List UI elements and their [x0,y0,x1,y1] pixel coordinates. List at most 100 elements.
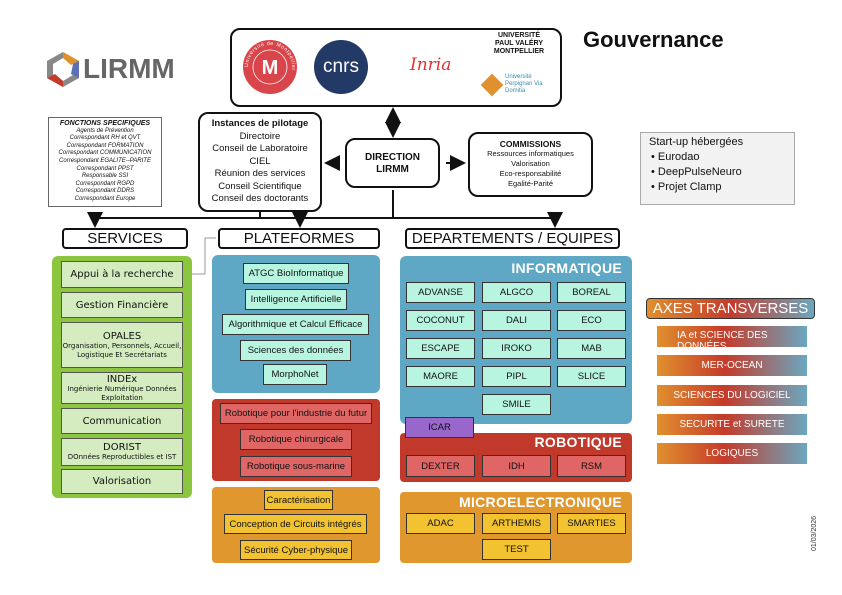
team-item[interactable]: IDH [482,455,551,477]
team-item[interactable]: ESCAPE [406,338,475,359]
svg-text:M: M [262,57,279,79]
plateforme-item[interactable]: ATGC BioInformatique [243,263,349,284]
service-name: Gestion Financière [75,299,169,311]
startup-name: Projet Clamp [657,181,722,193]
team-item[interactable]: MAORE [406,366,475,387]
team-item[interactable]: PIPL [482,366,551,387]
team-item[interactable]: ECO [557,310,626,331]
axes-title: AXES TRANSVERSES [646,298,815,319]
partners-box: Université de Montpellier M cnrs Inria U… [230,28,562,107]
team-item[interactable]: SMARTIES [557,513,626,534]
list-item: Correspondant DDRS [75,188,135,195]
list-item: Correspondant COMMUNICATION [58,150,152,157]
axis-item[interactable]: SECURITE et SURETE [657,413,807,435]
instances-title: Instances de pilotage [211,118,309,129]
service-name: Communication [82,415,162,427]
page-title: Gouvernance [583,27,724,52]
fonctions-specifiques-box: FONCTIONS SPECIFIQUES Agents de Préventi… [48,117,162,207]
team-item[interactable]: ADVANSE [406,282,475,303]
axis-item[interactable]: MER-OCEAN [657,355,807,377]
team-item[interactable]: SMILE [482,394,551,415]
list-item: Correspondant EGALITE--PARITE [59,157,151,164]
service-item[interactable]: Appui à la recherche [61,261,183,288]
plateforme-item[interactable]: Algorithmique et Calcul Efficace [222,314,369,335]
date-label: 01/03/2026 [811,515,819,552]
service-item[interactable]: Communication [61,408,183,434]
list-item: Réunion des services [214,168,306,179]
team-item[interactable]: COCONUT [406,310,475,331]
dept-robotique-title: ROBOTIQUE [534,434,622,450]
list-item: Directoire [239,130,281,142]
plateforme-item[interactable]: Intelligence Artificielle [245,289,347,310]
plateforme-item[interactable]: MorphoNet [263,364,327,385]
team-item[interactable]: SLICE [557,366,626,387]
service-description: Organisation, Personnels, Accueil, Logis… [62,341,182,359]
plateforme-item[interactable]: Sciences des données [240,340,351,361]
team-item[interactable]: ALGCO [482,282,551,303]
team-icar[interactable]: ICAR [405,417,474,438]
axis-item[interactable]: LOGIQUES [657,443,807,465]
service-item[interactable]: Gestion Financière [61,292,183,318]
startups-title: Start-up hébergées [649,136,744,148]
team-item[interactable]: DALI [482,310,551,331]
service-item[interactable]: Valorisation [61,469,183,494]
team-item[interactable]: TEST [482,539,551,560]
plateforme-item[interactable]: Robotique chirurgicale [240,429,352,450]
list-item: Correspondant RGPD [75,180,135,187]
commissions-title: COMMISSIONS [499,139,562,149]
team-item[interactable]: BOREAL [557,282,626,303]
um-logo: Université de Montpellier M [243,40,297,94]
header-services: SERVICES [62,228,188,249]
startups-box: Start-up hébergées • Eurodao• DeepPulseN… [640,132,795,205]
connector-line [185,237,216,275]
team-item[interactable]: ADAC [406,513,475,534]
axis-item[interactable]: IA et SCIENCE DES DONNÉES [657,326,807,347]
list-item: Correspondant PPST [76,165,134,172]
startup-item: • DeepPulseNeuro [651,166,742,178]
plateforme-item[interactable]: Sécurité Cyber-physique [240,540,352,560]
list-item: Valorisation [511,159,550,168]
list-item: Conseil de Laboratoire [212,143,308,154]
list-item: Ressources informatiques [487,149,574,158]
list-item: Responsable SSI [81,173,129,180]
service-name: DORIST [103,442,141,453]
team-item[interactable]: MAB [557,338,626,359]
plateforme-item[interactable]: Conception de Circuits intégrés [224,514,367,534]
axis-item[interactable]: SCIENCES DU LOGICIEL [657,384,807,406]
team-item[interactable]: DEXTER [406,455,475,477]
team-item[interactable]: RSM [557,455,626,477]
plateforme-item[interactable]: Robotique pour l'industrie du futur [220,403,372,424]
service-description: Ingénierie Numérique Données Exploitatio… [67,384,177,402]
team-item[interactable]: ARTHEMIS [482,513,551,534]
plateforme-item[interactable]: Robotique sous-marine [240,456,352,477]
list-item: Eco-responsabilité [499,169,562,178]
list-item: Agents de Prévention [76,127,134,134]
team-item[interactable]: IROKO [482,338,551,359]
list-item: Conseil des doctorants [211,193,309,204]
service-name: Valorisation [92,476,152,487]
plateforme-item[interactable]: Caractérisation [264,490,333,510]
service-description: DOnnées Reproductibles et IST [67,453,177,461]
lirmm-logo-text: LIRMM [83,53,175,84]
header-plateformes: PLATEFORMES [218,228,380,249]
startup-item: • Projet Clamp [651,181,722,193]
list-item: CIEL [249,155,271,167]
upvd-logo: Université Perpignan Via Domitia [480,73,545,96]
direction-sublabel: LIRMM [376,164,409,175]
service-name: OPALES [102,330,142,342]
list-item: Correspondant RH et QVT [69,135,141,142]
startup-name: Eurodao [657,151,700,163]
startup-name: DeepPulseNeuro [657,166,742,178]
list-item: Correspondant Europe [74,195,136,202]
list-item: Conseil Scientifique [218,180,302,192]
list-item: Correspondant FORMATION [66,142,144,149]
dept-informatique-title: INFORMATIQUE [511,260,622,276]
upvd-logo-text: Université Perpignan Via Domitia [505,74,543,94]
